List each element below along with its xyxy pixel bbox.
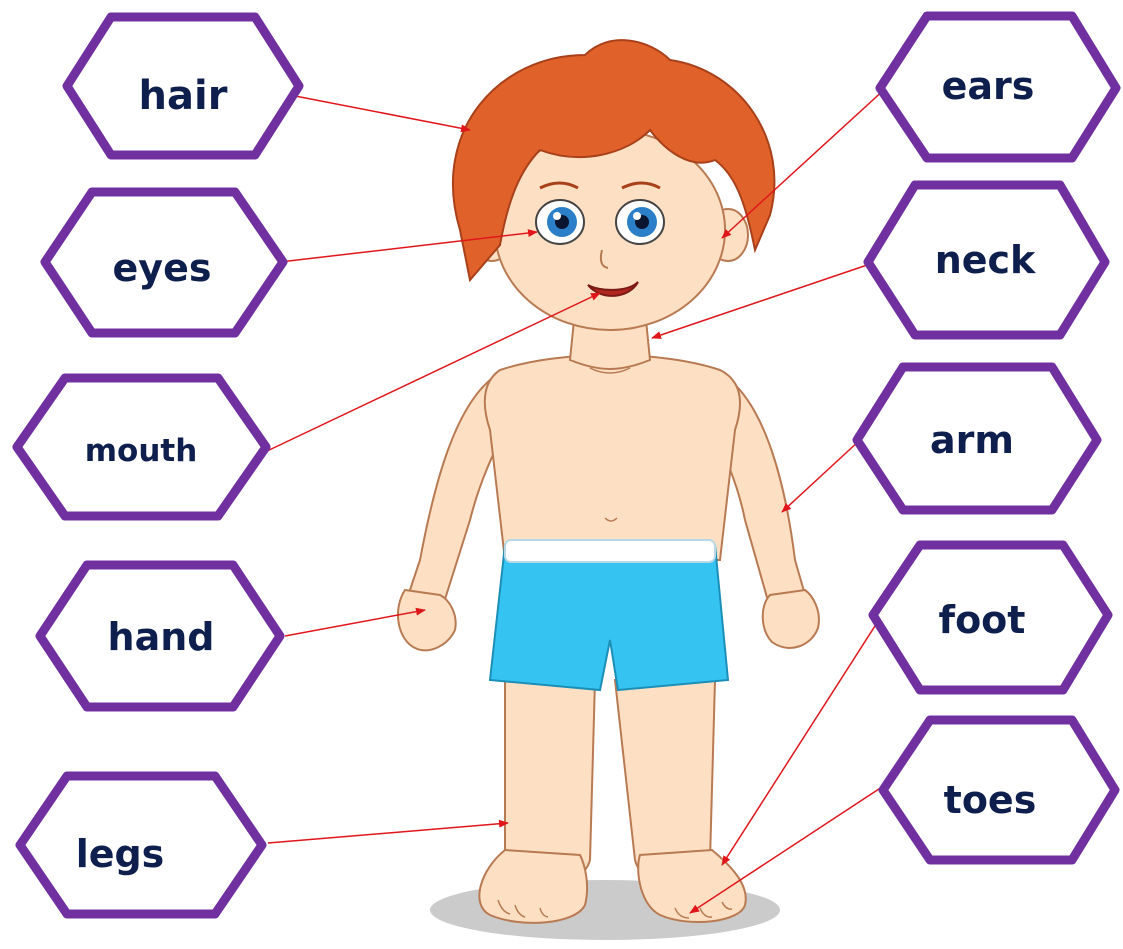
waistband (505, 540, 715, 562)
label-hair-text: hair (139, 73, 228, 119)
label-legs: legs (20, 776, 262, 914)
label-foot: foot (873, 545, 1108, 690)
label-neck-text: neck (935, 238, 1036, 282)
left-foot (479, 850, 587, 923)
arrow-hair (290, 95, 470, 130)
label-hand: hand (40, 565, 280, 707)
right-hand (763, 590, 819, 648)
arrow-arm (782, 440, 860, 512)
arrow-foot (722, 615, 882, 865)
label-hair: hair (67, 17, 299, 155)
label-neck: neck (868, 185, 1105, 335)
label-mouth-text: mouth (85, 433, 198, 469)
label-eyes: eyes (45, 192, 283, 333)
label-mouth: mouth (17, 378, 266, 516)
label-eyes-text: eyes (113, 246, 212, 290)
label-toes-text: toes (944, 778, 1037, 822)
label-foot-text: foot (939, 598, 1026, 642)
boy-illustration (398, 40, 819, 940)
torso (485, 355, 740, 560)
left-hand (398, 590, 456, 650)
label-ears-text: ears (942, 64, 1035, 108)
label-legs-text: legs (76, 832, 165, 876)
arrow-toes (690, 785, 885, 913)
label-toes: toes (883, 720, 1115, 860)
right-eye (616, 200, 664, 244)
shorts (490, 545, 728, 690)
label-ears: ears (880, 16, 1116, 158)
arrow-legs (268, 823, 508, 843)
left-eye (536, 200, 584, 244)
label-arm: arm (857, 367, 1097, 510)
label-hand-text: hand (108, 615, 215, 659)
label-arm-text: arm (930, 418, 1014, 462)
